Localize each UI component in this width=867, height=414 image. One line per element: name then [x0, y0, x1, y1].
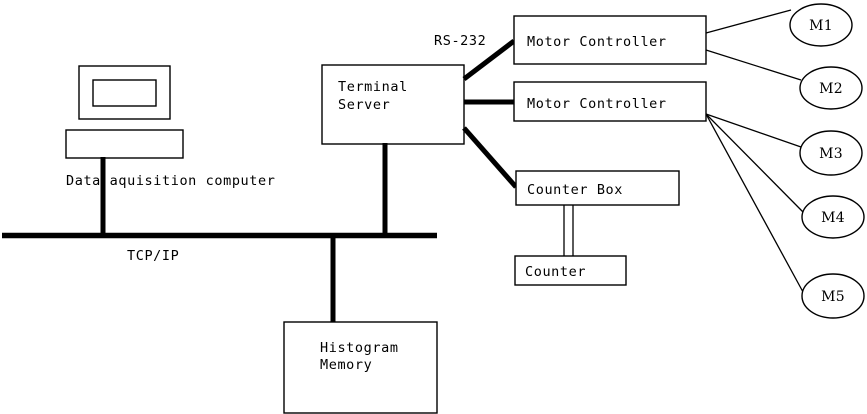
terminal-server-label-line1: Terminal — [338, 79, 408, 95]
tcpip-bus-label: TCP/IP — [127, 248, 179, 264]
link-motor-controller-1-to-m2 — [705, 49, 802, 81]
link-motor-controller-2-to-m5 — [705, 113, 804, 293]
computer-label: Data aquisition computer — [66, 173, 275, 189]
motor-m4-ellipse[interactable] — [801, 195, 865, 239]
motor-m1-label: M1 — [809, 18, 833, 34]
link-terminal-server-to-counter-box — [462, 126, 518, 189]
monitor-screen-icon — [92, 79, 157, 107]
counter-box-rect[interactable] — [515, 170, 680, 206]
data-acquisition-computer[interactable]: Data aquisition computer — [65, 65, 275, 237]
histogram-memory-box[interactable] — [283, 321, 438, 414]
tcpip-bus-group: TCP/IP — [2, 232, 437, 264]
motor-m3-label: M3 — [819, 146, 843, 162]
motor-m5-ellipse[interactable] — [801, 273, 865, 319]
motor-m2-label: M2 — [819, 81, 843, 97]
histogram-memory-label-line2: Memory — [320, 357, 372, 373]
motor-m3-ellipse[interactable] — [799, 130, 863, 176]
serial-links: RS-232 — [434, 33, 518, 189]
motor-controller-1[interactable]: Motor Controller — [513, 15, 707, 65]
motor-links — [705, 9, 804, 293]
motor-controller-2-box[interactable] — [513, 81, 707, 122]
motor-m3[interactable]: M3 — [799, 130, 863, 176]
link-terminal-server-to-motor-controller-1 — [462, 39, 516, 81]
rs232-label: RS-232 — [434, 33, 486, 49]
link-motor-controller-2-to-m4 — [705, 113, 804, 213]
histogram-memory[interactable]: Histogram Memory — [283, 234, 438, 414]
motor-m2[interactable]: M2 — [799, 66, 863, 110]
motor-m2-ellipse[interactable] — [799, 66, 863, 110]
motor-m5-label: M5 — [821, 289, 845, 305]
computer-base-icon — [65, 129, 184, 159]
motor-m1[interactable]: M1 — [789, 3, 853, 47]
terminal-server-label-line2: Server — [338, 97, 390, 113]
histogram-memory-label-line1: Histogram — [320, 340, 399, 356]
motor-m5[interactable]: M5 — [801, 273, 865, 319]
motor-controller-1-label: Motor Controller — [527, 34, 667, 50]
counter-label: Counter — [525, 264, 586, 280]
motor-controller-2[interactable]: Motor Controller — [513, 81, 707, 122]
link-motor-controller-2-to-m3 — [705, 113, 802, 148]
motor-m4[interactable]: M4 — [801, 195, 865, 239]
counter-rect[interactable] — [514, 255, 627, 286]
counter-box-label: Counter Box — [527, 182, 623, 198]
terminal-server[interactable]: Terminal Server — [321, 64, 465, 237]
motor-m1-ellipse[interactable] — [789, 3, 853, 47]
motor-controller-1-box[interactable] — [513, 15, 707, 65]
terminal-server-box[interactable] — [321, 64, 465, 145]
motor-controller-2-label: Motor Controller — [527, 96, 667, 112]
motor-m4-label: M4 — [821, 210, 845, 226]
link-motor-controller-1-to-m1 — [705, 9, 792, 34]
counter[interactable]: Counter — [514, 255, 627, 286]
counter-box[interactable]: Counter Box — [515, 170, 680, 206]
